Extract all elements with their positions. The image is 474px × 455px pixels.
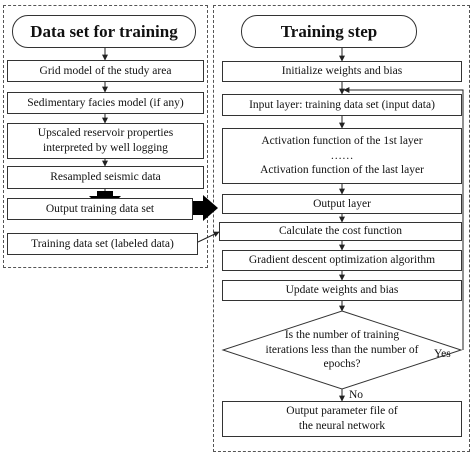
right-panel-title: Training step bbox=[241, 15, 417, 48]
step-output-training-set: Output training data set bbox=[7, 198, 193, 220]
step-upscaled-properties: Upscaled reservoir properties interprete… bbox=[7, 123, 204, 159]
step-input-layer: Input layer: training data set (input da… bbox=[222, 94, 462, 116]
step-activation-functions: Activation function of the 1st layer …… … bbox=[222, 128, 462, 184]
decision-diamond bbox=[221, 310, 463, 390]
left-panel-title: Data set for training bbox=[12, 15, 196, 48]
step-update-weights: Update weights and bias bbox=[222, 280, 462, 301]
yes-loop-line bbox=[343, 89, 464, 350]
step-cost-function: Calculate the cost function bbox=[219, 222, 462, 241]
step-labeled-data: Training data set (labeled data) bbox=[7, 233, 198, 255]
training-step-panel bbox=[213, 5, 470, 452]
step-grid-model: Grid model of the study area bbox=[7, 60, 204, 82]
step-resampled-seismic: Resampled seismic data bbox=[7, 166, 204, 189]
big-arrow-output-to-training bbox=[193, 195, 218, 221]
yes-label: Yes bbox=[434, 348, 451, 360]
step-gradient-descent: Gradient descent optimization algorithm bbox=[222, 250, 462, 271]
step-initialize-weights: Initialize weights and bias bbox=[222, 61, 462, 82]
training-data-panel bbox=[3, 5, 208, 268]
step-output-layer: Output layer bbox=[222, 194, 462, 214]
step-sedimentary-facies: Sedimentary facies model (if any) bbox=[7, 92, 204, 114]
no-label: No bbox=[349, 389, 364, 401]
arrow-labeled-to-cost bbox=[197, 231, 220, 243]
step-output-parameter-file: Output parameter file of the neural netw… bbox=[222, 401, 462, 437]
decision-text: Is the number of training iterations les… bbox=[265, 328, 419, 371]
